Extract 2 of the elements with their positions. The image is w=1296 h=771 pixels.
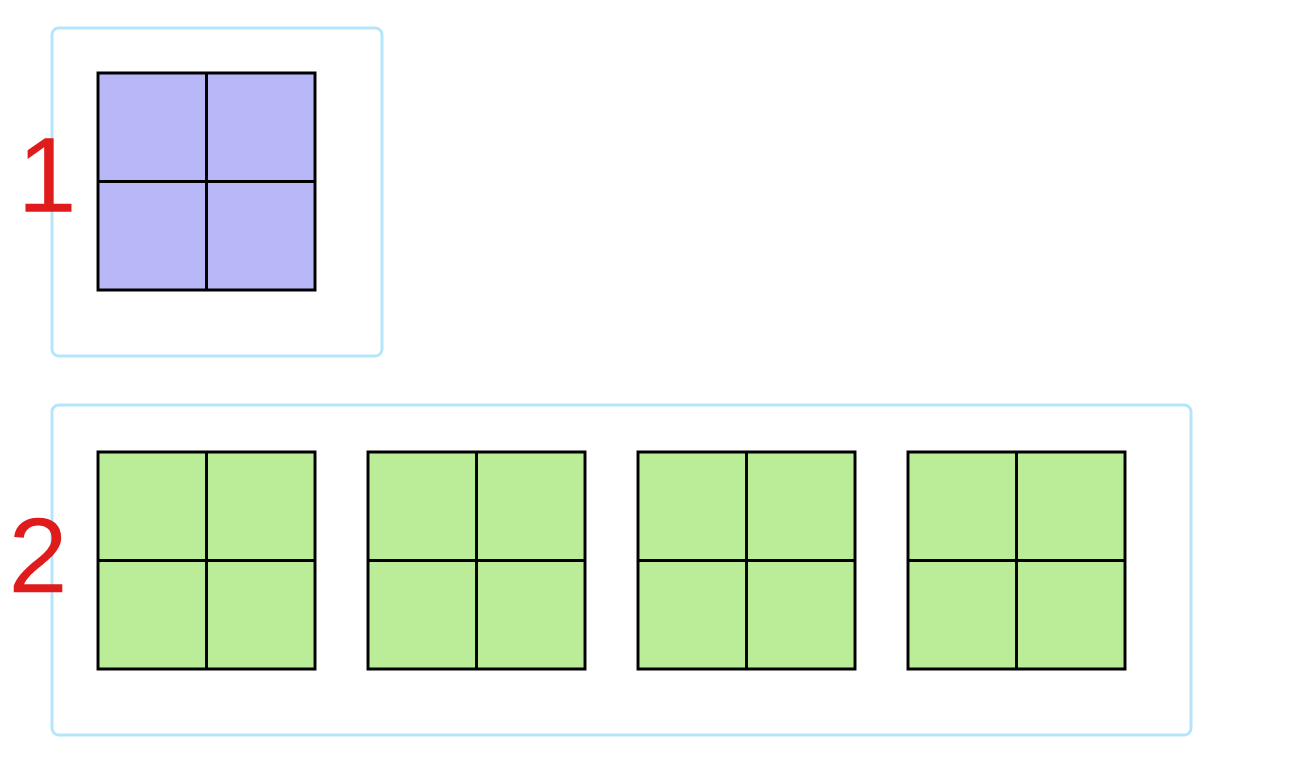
handwritten-number: 1 [25,138,72,212]
handwritten-number: 2 [13,517,63,593]
